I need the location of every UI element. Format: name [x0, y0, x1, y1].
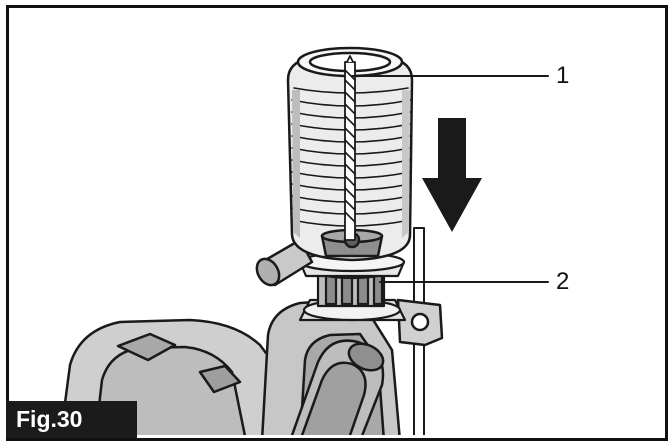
drill-bit	[344, 55, 356, 241]
figure-label: Fig.30	[6, 401, 137, 438]
hose-nozzle	[255, 238, 314, 287]
down-arrow-icon	[422, 118, 482, 232]
callout-1-number: 1	[556, 62, 570, 89]
side-grip	[290, 339, 385, 435]
callout-2-number: 2	[556, 268, 570, 295]
callout-leaders	[351, 75, 549, 283]
